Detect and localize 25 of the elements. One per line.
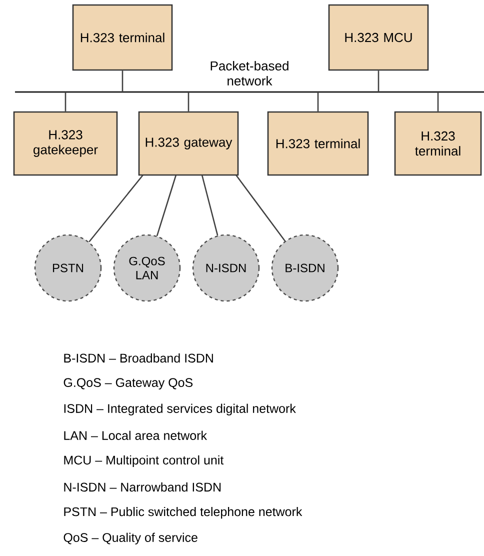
legend-text: QoS – Quality of service [64,532,198,544]
connector-line [437,92,439,112]
device-box: H.323 gateway [138,111,239,176]
legend-text: LAN – Local area network [64,430,208,440]
device-box: H.323 MCU [328,4,429,71]
connector-line [201,174,218,236]
legend-text: B-ISDN – Broadband ISDN [64,353,213,363]
device-box: H.323 terminal [267,111,369,176]
connector-line [88,174,144,242]
connector-line [156,174,177,236]
legend-text: MCU – Multipoint control unit [64,455,224,468]
connector-line [235,174,286,242]
legend-text: G.QoS – Gateway QoS [64,378,193,390]
connector-line [317,92,319,112]
connector-line [122,70,124,92]
device-box: H.323 gatekeeper [13,111,118,176]
legend-text: ISDN – Integrated services digital network [64,404,296,416]
connector-line [64,92,66,112]
legend-text: N-ISDN – Narrowband ISDN [64,482,221,492]
legend-text: PSTN – Public switched telephone network [64,506,302,519]
connector-line [378,70,380,92]
device-box: H.323 terminal [394,111,482,176]
node-label: Packet-based network [210,60,288,86]
connector-line [188,92,190,112]
device-box: H.323 terminal [72,4,173,71]
